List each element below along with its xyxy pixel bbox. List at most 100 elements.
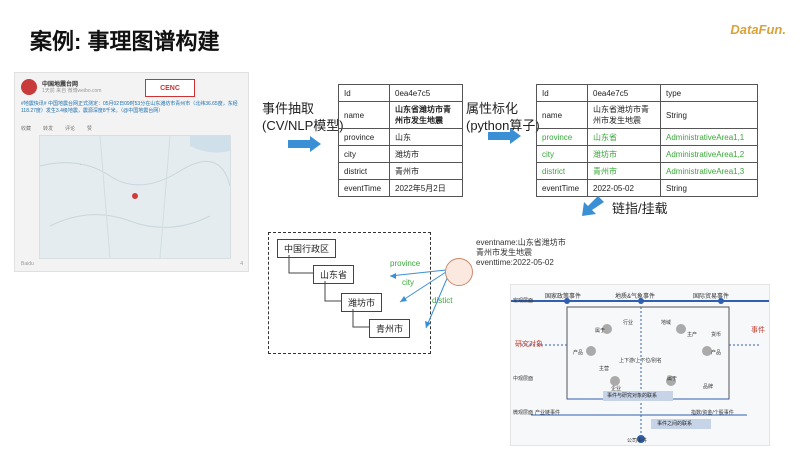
step2-label: 属性标化 (python算子)	[466, 100, 540, 134]
graph-node-label: 上下游/上下位/别名	[619, 358, 662, 364]
node-province: 山东省	[313, 265, 355, 284]
graph-link-box: 事件与研究对象的联系	[607, 393, 658, 399]
weibo-action-collect[interactable]: 收藏	[21, 126, 32, 132]
graph-research-object-label: 研究对象	[515, 341, 543, 348]
earthquake-map[interactable]: ·	[39, 135, 231, 259]
right-arrow-icon	[488, 128, 521, 144]
table-cell: 0ea4e7c5	[587, 84, 661, 102]
graph-layer-label: 宏观层面	[513, 298, 534, 304]
step1-subtitle: (CV/NLP模型)	[262, 118, 344, 133]
event-node[interactable]	[445, 258, 473, 286]
graph-node-label: 地域	[661, 320, 672, 326]
graph-node-label: 企业	[611, 386, 622, 392]
weibo-footer: Baidu 4	[21, 261, 243, 267]
graph-node-label: 主产	[687, 332, 698, 338]
weibo-action-repost[interactable]: 转发	[43, 126, 54, 132]
weibo-action-comment[interactable]: 评论	[65, 126, 76, 132]
weibo-actions: 收藏 转发 评论 赞	[21, 125, 243, 132]
step2-subtitle: (python算子)	[466, 118, 540, 133]
table-cell: AdministrativeArea1,2	[660, 145, 758, 163]
table-cell: eventTime	[338, 179, 390, 197]
graph-top-label: 国家政策事件	[545, 294, 582, 300]
table-cell: city	[536, 145, 588, 163]
svg-text:·: ·	[80, 162, 82, 168]
table-cell: 2022年5月2日	[389, 179, 463, 197]
epicenter-marker	[132, 193, 138, 199]
step1-title: 事件抽取	[262, 101, 315, 116]
event-relations	[389, 269, 449, 329]
step3-label: 链指/挂载	[612, 201, 668, 216]
admin-hierarchy-box: 中国行政区 山东省 潍坊市 青州市	[268, 232, 431, 354]
table-cell: 潍坊市	[389, 145, 463, 163]
event-name-line2: 青州市发生地震	[476, 248, 532, 257]
table-cell: 山东省潍坊市青州市发生地震	[587, 101, 661, 129]
table-cell: String	[660, 179, 758, 197]
cenc-logo: CENC	[145, 79, 195, 97]
table-cell: 山东省	[587, 128, 661, 146]
map-provider-label: Baidu	[21, 261, 34, 267]
graph-top-label: 国际贸易事件	[693, 294, 730, 300]
like-count: 4	[240, 261, 243, 267]
table-cell: 2022-05-02	[587, 179, 661, 197]
graph-layer-label: 中观层面	[513, 376, 534, 382]
graph-node-label: 货币	[711, 332, 722, 338]
table-cell: 潍坊市	[587, 145, 661, 163]
weibo-post-screenshot: 中国地震台网 1天前 来自 微博weibo.com #地震快讯# 中国地震台网正…	[14, 72, 249, 272]
page-title: 案例: 事理图谱构建	[30, 29, 220, 54]
graph-bottom-label: 产业链事件	[535, 410, 561, 416]
table-cell: 0ea4e7c5	[389, 84, 463, 102]
node-china-admin: 中国行政区	[277, 239, 337, 258]
table-cell: type	[660, 84, 758, 102]
graph-node-label: 产品	[711, 350, 722, 356]
step1-label: 事件抽取 (CV/NLP模型)	[262, 100, 344, 134]
graph-link-box: 事件之间的联系	[657, 421, 693, 427]
table-cell: 青州市	[389, 162, 463, 180]
hierarchy-connectors	[288, 255, 369, 328]
event-time-line: eventtime:2022-05-02	[476, 258, 554, 267]
event-knowledge-graph: 国家政策事件 地质&气象事件 国际贸易事件 宏观层面 中观层面 微观层面 研究对…	[510, 284, 770, 446]
table-cell: 青州市	[587, 162, 661, 180]
graph-node-label: 产品	[573, 350, 584, 356]
table-cell: name	[338, 101, 390, 129]
graph-lines	[511, 298, 769, 443]
table-cell: eventTime	[536, 179, 588, 197]
event-name-line1: eventname:山东省潍坊市	[476, 238, 566, 247]
node-district: 青州市	[369, 319, 411, 338]
graph-event-label: 事件	[751, 327, 765, 334]
graph-node-label: 主营	[599, 366, 610, 372]
avatar	[21, 79, 37, 95]
weibo-action-like[interactable]: 赞	[87, 126, 93, 132]
datafun-logo: DataFun.	[730, 22, 786, 37]
table-cell: AdministrativeArea1,3	[660, 162, 758, 180]
graph-node-label: 属于	[667, 376, 678, 382]
table-cell: Id	[536, 84, 588, 102]
graph-bottom-label: 指数/资金/个股事件	[691, 410, 734, 416]
table-cell: district	[338, 162, 390, 180]
relation-city: city	[402, 278, 414, 287]
table-cell: district	[536, 162, 588, 180]
table-cell: city	[338, 145, 390, 163]
weibo-text: #地震快讯# 中国地震台网正式测定：05月02日09时53分在山东潍坊市青州市（…	[21, 101, 238, 114]
map-graphic: ·	[40, 136, 230, 258]
table-cell: 山东省潍坊市青州市发生地震	[389, 101, 463, 129]
node-city: 潍坊市	[341, 293, 383, 312]
graph-node-label: 属于	[595, 328, 606, 334]
table-cell: Id	[338, 84, 390, 102]
table-cell: String	[660, 101, 758, 129]
table-cell: name	[536, 101, 588, 129]
graph-top-label: 地质&气象事件	[615, 294, 656, 300]
graph-node-label: 行业	[623, 320, 634, 326]
event-node-label: eventname:山东省潍坊市 青州市发生地震 eventtime:2022-…	[476, 238, 566, 268]
weibo-meta: 1天前 来自 微博weibo.com	[42, 88, 102, 94]
graph-node-label: 品牌	[703, 384, 714, 390]
